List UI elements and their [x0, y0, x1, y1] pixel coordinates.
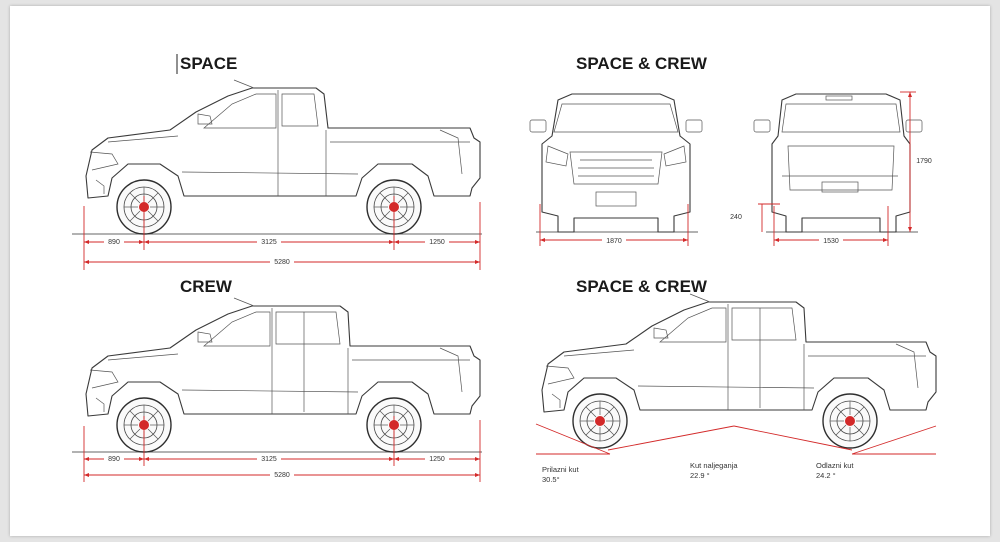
space-side-view: SPACE 890 3125 1250 5280: [72, 54, 482, 270]
crew-title: CREW: [180, 277, 233, 296]
angles-view: SPACE & CREW Prilazni kut 30.5° Kut nalj…: [535, 277, 936, 484]
rear-view: 1530 1790 240: [728, 91, 935, 246]
vehicle-dimensions-drawing: SPACE 890 3125 1250 5280 SPACE & CREW: [72, 54, 990, 484]
front-track-label: 1870: [606, 238, 622, 245]
space-length-label: 5280: [274, 259, 290, 266]
front-view: 1870: [529, 93, 703, 246]
front-rear-views: SPACE & CREW 1870: [529, 54, 935, 246]
crew-front-overhang-label: 890: [108, 456, 120, 463]
departure-angle-value: 24.2 °: [816, 471, 836, 480]
space-front-overhang-label: 890: [108, 239, 120, 246]
rear-track-label: 1530: [823, 238, 839, 245]
departure-angle-label: Odlazni kut: [816, 461, 854, 470]
front-rear-title: SPACE & CREW: [576, 54, 708, 73]
height-label: 1790: [916, 158, 932, 165]
ramp-angle-label: Kut naljeganja: [690, 461, 738, 470]
angles-title: SPACE & CREW: [576, 277, 708, 296]
space-rear-overhang-label: 1250: [429, 239, 445, 246]
ramp-angle-value: 22.9 °: [690, 471, 710, 480]
crew-side-view: CREW 890 3125 1250 5280: [72, 277, 482, 482]
ground-clearance-label: 240: [730, 214, 742, 221]
space-title: SPACE: [180, 54, 237, 73]
crew-length-label: 5280: [274, 472, 290, 479]
crew-wheelbase-label: 3125: [261, 456, 277, 463]
space-wheelbase-label: 3125: [261, 239, 277, 246]
crew-rear-overhang-label: 1250: [429, 456, 445, 463]
approach-angle-value: 30.5°: [542, 475, 560, 484]
blueprint-sheet: SPACE 890 3125 1250 5280 SPACE & CREW: [10, 6, 990, 536]
approach-angle-label: Prilazni kut: [542, 465, 580, 474]
